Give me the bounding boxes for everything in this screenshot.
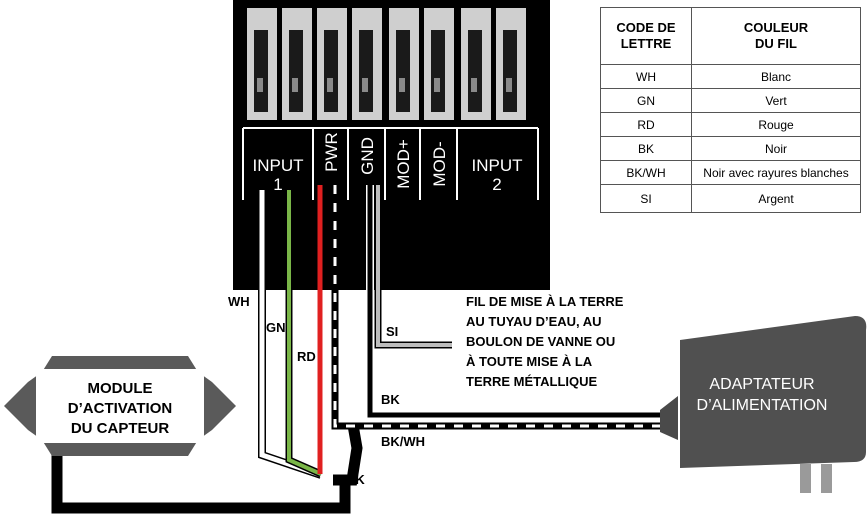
- terminal-screw-highlight: [506, 78, 512, 92]
- terminal-screw-highlight: [292, 78, 298, 92]
- ground-note-line: FIL DE MISE À LA TERRE: [466, 294, 624, 309]
- legend-code: WH: [600, 64, 692, 89]
- terminal-separators: [242, 127, 539, 200]
- legend-header-color: COULEUR DU FIL: [691, 7, 861, 65]
- terminal-input1-number: 1: [273, 175, 282, 194]
- wire-green: [285, 190, 323, 478]
- module-label-line: MODULE: [88, 380, 153, 397]
- wire-black-bend: [333, 424, 363, 486]
- legend-code: GN: [600, 88, 692, 113]
- wire-silver: [374, 185, 452, 349]
- wire-black-gnd: [366, 185, 672, 419]
- wire-label-rd: RD: [297, 349, 316, 364]
- wire-label-bk-bottom: BK: [346, 472, 365, 487]
- module-label-line: D’ACTIVATION: [68, 400, 172, 417]
- legend-color: Argent: [691, 184, 861, 213]
- wire-label-bk-adapter: BK: [381, 392, 400, 407]
- terminal-screw-slot: [503, 30, 517, 112]
- wire-label-gn: GN: [266, 320, 286, 335]
- legend-header-code: CODE DE LETTRE: [600, 7, 692, 65]
- terminal-screw-slot: [468, 30, 482, 112]
- ground-note-line: TERRE MÉTALLIQUE: [466, 374, 598, 389]
- legend-header-text: DU FIL: [755, 36, 797, 51]
- terminal-input2-label: INPUT: [472, 156, 523, 175]
- terminal-screw-slot: [254, 30, 268, 112]
- wire-label-si: SI: [386, 324, 398, 339]
- terminal-screw-highlight: [471, 78, 477, 92]
- terminal-mod-minus-label: MOD-: [430, 141, 449, 186]
- wire-black-module-loop: [51, 420, 351, 514]
- wire-label-wh: WH: [228, 294, 250, 309]
- legend-color: Blanc: [691, 64, 861, 89]
- terminal-input1-label: INPUT: [253, 156, 304, 175]
- power-adapter: ADAPTATEUR D’ALIMENTATION: [660, 316, 867, 493]
- wire-black-white-striped: [331, 185, 672, 430]
- terminal-screw-highlight: [257, 78, 263, 92]
- legend-color: Noir avec rayures blanches: [691, 160, 861, 185]
- legend-header-row: CODE DE LETTRE COULEUR DU FIL: [600, 7, 861, 65]
- legend-code: SI: [600, 184, 692, 213]
- legend-color: Vert: [691, 88, 861, 113]
- adapter-label-line: ADAPTATEUR: [709, 376, 814, 393]
- terminal-mod-plus-label: MOD+: [394, 139, 413, 189]
- terminal-screw-highlight: [327, 78, 333, 92]
- terminal-input2-number: 2: [492, 175, 501, 194]
- terminal-screw-slot: [431, 30, 445, 112]
- ground-note-line: BOULON DE VANNE OU: [466, 334, 615, 349]
- terminal-pwr-label: PWR: [322, 132, 341, 172]
- legend-header-text: CODE DE: [616, 20, 676, 35]
- ground-note: FIL DE MISE À LA TERRE AU TUYAU D’EAU, A…: [466, 294, 624, 389]
- legend-color: Rouge: [691, 112, 861, 137]
- terminal-screw-slot: [396, 30, 410, 112]
- terminal-screw-slot: [289, 30, 303, 112]
- terminal-screw-highlight: [399, 78, 405, 92]
- wire-label-bkwh: BK/WH: [381, 434, 425, 449]
- legend-code: RD: [600, 112, 692, 137]
- terminal-screw-slot: [324, 30, 338, 112]
- legend-header-text: COULEUR: [743, 20, 809, 35]
- terminal-screws: [247, 8, 526, 120]
- legend-code: BK/WH: [600, 160, 692, 185]
- ground-note-line: AU TUYAU D’EAU, AU: [466, 314, 602, 329]
- sensor-activation-module: MODULE D’ACTIVATION DU CAPTEUR: [4, 356, 236, 456]
- legend-color: Noir: [691, 136, 861, 161]
- legend-header-text: LETTRE: [620, 36, 672, 51]
- terminal-screw-highlight: [362, 78, 368, 92]
- adapter-label-line: D’ALIMENTATION: [697, 397, 828, 414]
- module-label-line: DU CAPTEUR: [71, 420, 170, 437]
- legend-code: BK: [600, 136, 692, 161]
- terminal-screw-highlight: [434, 78, 440, 92]
- terminal-screw-slot: [359, 30, 373, 112]
- terminal-gnd-label: GND: [358, 137, 377, 175]
- ground-note-line: À TOUTE MISE À LA: [466, 354, 593, 369]
